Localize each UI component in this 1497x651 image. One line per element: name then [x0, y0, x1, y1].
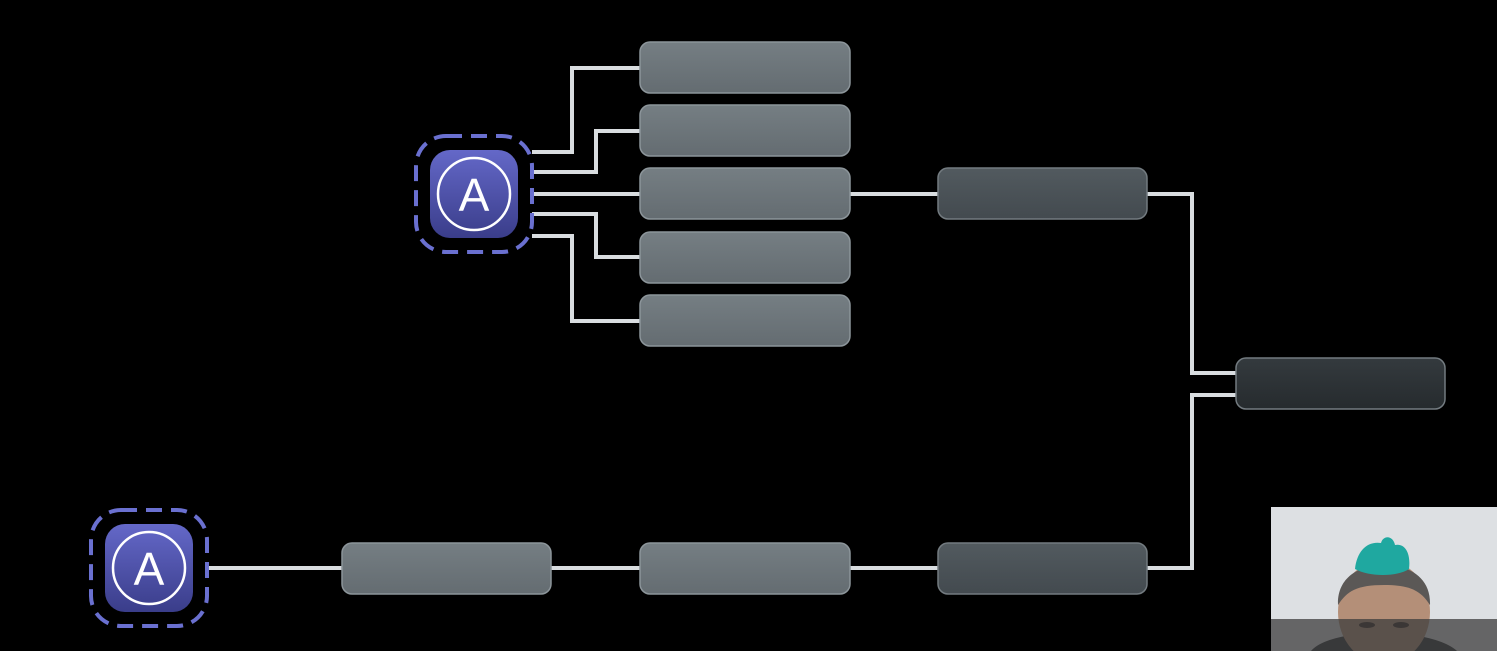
step-box-branch-4 — [639, 231, 851, 284]
step-box-branch-2 — [639, 104, 851, 157]
connector-merge-bottom — [1146, 393, 1236, 570]
merge-boxes — [937, 167, 1446, 410]
presenter-mohawk — [1355, 537, 1410, 575]
connector-top-5 — [532, 234, 640, 323]
step-box-bottom-1 — [341, 542, 552, 595]
badge-letter: A — [134, 543, 165, 595]
connector-top-1 — [532, 66, 640, 154]
app-badge-top: A — [414, 134, 534, 254]
presenter-video — [1271, 507, 1497, 651]
step-box-branch-3 — [639, 167, 851, 220]
badge-dashed-outline — [414, 134, 534, 254]
step-box-final — [1235, 357, 1446, 410]
badge-dashed-outline — [89, 508, 209, 628]
branch-boxes — [639, 41, 851, 347]
step-box-bottom-3 — [937, 542, 1148, 595]
connector-top-2 — [532, 129, 640, 174]
connector-top-4 — [532, 212, 640, 259]
letter-a-app-icon — [436, 156, 512, 232]
video-caption-bar — [1271, 619, 1497, 651]
bottom-chain-boxes — [341, 542, 1148, 595]
letter-a-app-icon — [111, 530, 187, 606]
connectors — [208, 66, 1236, 570]
step-box-branch-1 — [639, 41, 851, 94]
step-box-branch-5 — [639, 294, 851, 347]
app-badge-bottom: A — [89, 508, 209, 628]
badge-tile — [105, 524, 193, 612]
badge-letter: A — [459, 169, 490, 221]
connector-merge-top — [1146, 192, 1236, 375]
presenter-hair-sides — [1337, 565, 1431, 605]
step-box-top-merged — [937, 167, 1148, 220]
badge-tile — [430, 150, 518, 238]
step-box-bottom-2 — [639, 542, 851, 595]
